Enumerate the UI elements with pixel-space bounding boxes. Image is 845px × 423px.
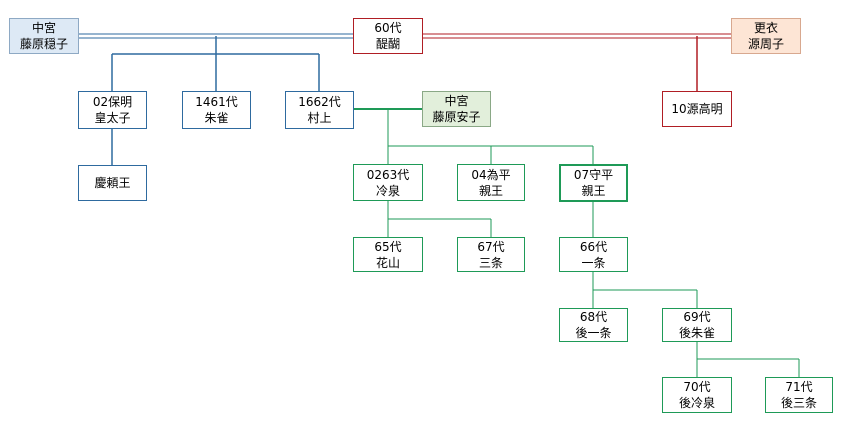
node-label-line2: 後朱雀	[678, 326, 715, 340]
node-suzaku: 1461代 朱雀	[182, 91, 251, 129]
node-murakami: 1662代 村上	[285, 91, 354, 129]
node-label-line2: 後三条	[780, 396, 817, 410]
node-label-line1: 1662代	[298, 95, 341, 109]
node-takaakira: 10源高明	[662, 91, 732, 127]
node-go-suzaku: 69代 後朱雀	[662, 308, 732, 342]
node-label-line1: 66代	[579, 239, 608, 254]
node-label-line1: 65代	[374, 239, 402, 254]
node-label-line2: 花山	[375, 255, 400, 270]
node-label-line1: 71代	[785, 380, 813, 394]
node-label-line2: 親王	[478, 183, 503, 198]
node-minamoto-shushi: 更衣 源周子	[731, 18, 801, 54]
node-label-line1: 68代	[579, 310, 608, 324]
node-label-line2: 三条	[478, 255, 503, 270]
node-label-line2: 村上	[307, 111, 332, 125]
marriage-line-daigo-shushi	[423, 33, 731, 39]
node-label-line2: 源周子	[747, 37, 784, 51]
node-label-line1: 67代	[477, 239, 505, 254]
node-go-reizei: 70代 後冷泉	[662, 377, 732, 413]
node-label-line1: 70代	[683, 380, 711, 394]
node-label-line1: 0263代	[366, 167, 410, 182]
node-go-ichijo: 68代 後一条	[559, 308, 628, 342]
node-label-line1: 1461代	[195, 95, 238, 109]
node-label-line2: 後冷泉	[678, 396, 715, 410]
node-label-line2: 冷泉	[375, 183, 400, 198]
node-label-line1: 10源高明	[671, 102, 723, 116]
node-label-line1: 69代	[683, 310, 711, 324]
node-label-line2: 一条	[581, 255, 606, 270]
node-label-line1: 更衣	[753, 21, 778, 35]
node-label-line2: 親王	[581, 184, 606, 198]
node-reizei: 0263代 冷泉	[353, 164, 423, 201]
node-label-line1: 60代	[374, 21, 402, 35]
node-morihira: 07守平 親王	[559, 164, 628, 202]
node-daigo: 60代 醍醐	[353, 18, 423, 54]
node-label-line1: 02保明	[92, 95, 133, 109]
node-label-line2: 藤原安子	[432, 110, 481, 124]
descent-lines-green	[354, 108, 800, 377]
node-sanjo: 67代 三条	[457, 237, 525, 272]
node-kazan: 65代 花山	[353, 237, 423, 272]
node-label-line1: 07守平	[573, 168, 614, 182]
node-label-line2: 藤原穏子	[19, 37, 68, 51]
node-label-line1: 中宮	[31, 21, 56, 35]
node-label-line2: 朱雀	[204, 111, 229, 125]
node-label-line2: 皇太子	[94, 111, 131, 125]
node-fujiwara-anshi: 中宮 藤原安子	[422, 91, 491, 127]
node-label-line2: 醍醐	[375, 37, 400, 51]
node-label-line1: 中宮	[444, 94, 469, 108]
descent-lines-blue	[111, 36, 320, 165]
node-go-sanjo: 71代 後三条	[765, 377, 833, 413]
node-label-line1: 04為平	[471, 167, 511, 182]
node-ichijo: 66代 一条	[559, 237, 628, 272]
node-tamehira: 04為平 親王	[457, 164, 525, 201]
node-fujiwara-onshi: 中宮 藤原穏子	[9, 18, 79, 54]
node-yoshiyori: 慶頼王	[78, 165, 147, 201]
node-label-line1: 慶頼王	[94, 176, 131, 190]
node-yasuakira: 02保明 皇太子	[78, 91, 147, 129]
node-label-line2: 後一条	[575, 326, 612, 340]
